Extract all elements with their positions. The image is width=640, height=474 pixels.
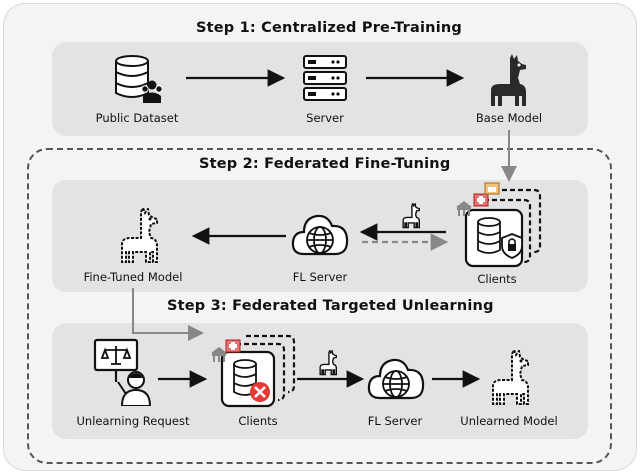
shop-icon bbox=[484, 182, 500, 195]
shield-lock-icon bbox=[501, 233, 523, 259]
base-model-label: Base Model bbox=[475, 111, 543, 125]
small-llama-icon bbox=[319, 350, 337, 376]
federated-frame bbox=[27, 148, 612, 464]
unlearning-fl-server-label: FL Server bbox=[367, 414, 423, 428]
fl-server-cloud-icon bbox=[367, 358, 425, 400]
person-icon bbox=[117, 371, 152, 406]
small-llama-icon bbox=[402, 203, 420, 229]
clients-label: Clients bbox=[477, 272, 517, 286]
fl-server-cloud-icon bbox=[291, 214, 349, 256]
step2-arrows bbox=[191, 223, 449, 251]
unlearned-model-label: Unlearned Model bbox=[460, 414, 558, 428]
client-database-icon bbox=[477, 217, 501, 254]
unlearning-request-label: Unlearning Request bbox=[76, 414, 190, 428]
people-group-icon bbox=[141, 80, 163, 103]
hospital-icon bbox=[225, 339, 241, 353]
unlearning-request-icon bbox=[93, 338, 152, 406]
public-dataset-label: Public Dataset bbox=[95, 111, 179, 125]
finetuned-to-clients-connector bbox=[132, 288, 204, 341]
scale-icon bbox=[100, 346, 132, 365]
globe-icon bbox=[306, 226, 334, 254]
server-icon bbox=[303, 55, 347, 101]
unlearning-clients-label: Clients bbox=[238, 414, 278, 428]
fl-server-label: FL Server bbox=[292, 270, 348, 284]
database-icon bbox=[115, 55, 163, 103]
bank-icon bbox=[211, 347, 227, 362]
globe-icon bbox=[382, 370, 410, 398]
step2-title: Step 2: Federated Fine-Tuning bbox=[199, 156, 451, 172]
unlearning-clients-stack-icon bbox=[211, 334, 296, 408]
unlearned-llama-icon bbox=[492, 350, 529, 405]
llama-icon bbox=[491, 54, 526, 106]
cancel-icon bbox=[250, 382, 270, 402]
clients-stack-icon bbox=[456, 182, 542, 268]
step3-title: Step 3: Federated Targeted Unlearning bbox=[167, 298, 494, 314]
fine-tuned-llama-icon bbox=[121, 208, 158, 263]
step1-title: Step 1: Centralized Pre-Training bbox=[196, 20, 462, 36]
hospital-icon bbox=[473, 193, 489, 207]
client-database-icon bbox=[233, 359, 257, 396]
bank-icon bbox=[456, 201, 472, 216]
server-label: Server bbox=[306, 111, 344, 125]
fine-tuned-model-label: Fine-Tuned Model bbox=[83, 270, 183, 284]
